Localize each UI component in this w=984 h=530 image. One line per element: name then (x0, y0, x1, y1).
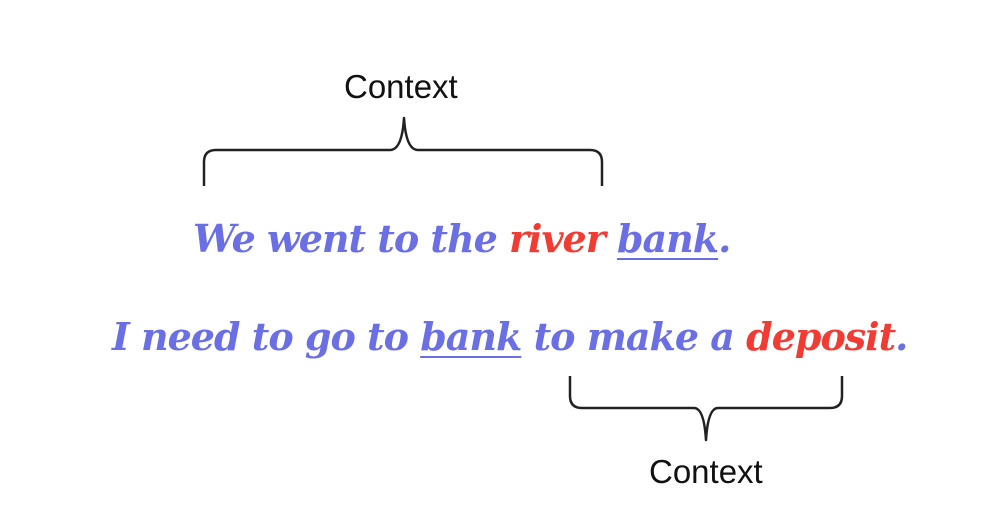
context-label-top: Context (344, 68, 458, 105)
sentence2-segment-underline: bank (420, 314, 522, 359)
context-label-bottom: Context (649, 453, 763, 490)
sentence2-segment-normal: . (895, 314, 908, 359)
sentence-1: We went to the river bank. (193, 220, 731, 258)
sentence1-segment-normal: . (718, 216, 731, 261)
sentence2-segment-normal: to make a (521, 314, 747, 359)
sentence-2: I need to go to bank to make a deposit. (112, 318, 908, 356)
sentence1-segment-underline: bank (616, 216, 719, 261)
sentence2-segment-highlight: deposit (746, 314, 896, 359)
sentence2-segment-normal: I need to go to (112, 314, 421, 359)
sentence1-segment-normal: We went to the (193, 216, 509, 261)
sentence1-segment-highlight: river (509, 216, 606, 261)
